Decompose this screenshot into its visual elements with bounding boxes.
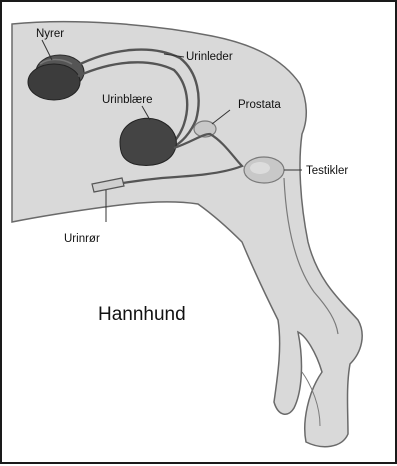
kidney-front bbox=[28, 64, 80, 100]
label-urethra: Urinrør bbox=[64, 233, 100, 245]
label-prostate: Prostata bbox=[238, 99, 281, 111]
testicles-shade bbox=[250, 162, 270, 174]
label-bladder: Urinblære bbox=[102, 94, 153, 106]
bladder bbox=[120, 118, 176, 165]
diagram-title: Hannhund bbox=[98, 304, 186, 325]
label-testicles: Testikler bbox=[306, 165, 348, 177]
label-ureter: Urinleder bbox=[186, 51, 233, 63]
label-kidneys: Nyrer bbox=[36, 28, 64, 40]
